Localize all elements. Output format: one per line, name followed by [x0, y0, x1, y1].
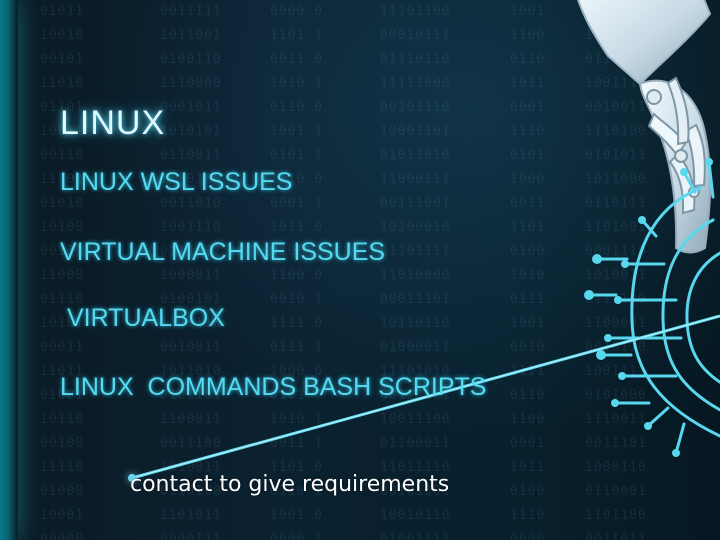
service-item-linux-commands-bash-scripts: LINUX COMMANDS BASH SCRIPTS: [60, 373, 487, 401]
service-list: LINUX WSL ISSUES VIRTUAL MACHINE ISSUES …: [60, 168, 486, 448]
service-item-virtual-machine-issues: VIRTUAL MACHINE ISSUES: [60, 238, 386, 266]
page-title: LINUX: [60, 104, 166, 142]
service-item-virtualbox: VIRTUALBOX: [60, 304, 225, 332]
service-item-linux-wsl-issues: LINUX WSL ISSUES: [60, 168, 293, 196]
left-glow-bar: [0, 0, 18, 540]
line-dot-icon: [128, 474, 136, 482]
robot-hand-icon: [576, 0, 712, 254]
circuit-network-icon: [584, 158, 720, 457]
binary-column: 01011 10010 00101 11010 01101 10011 0011…: [40, 4, 85, 540]
contact-text: contact to give requirements: [130, 472, 450, 497]
